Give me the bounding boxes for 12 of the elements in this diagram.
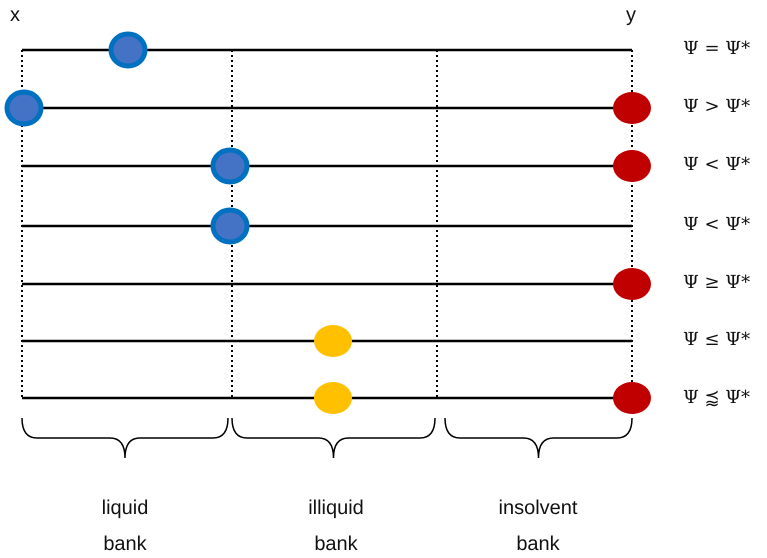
condition-label: Ψ < Ψ* [683,154,750,175]
condition-label: Ψ < Ψ* [683,214,750,235]
bank-label: liquid bank [100,496,150,557]
condition-label: Ψ > Ψ* [683,96,750,117]
condition-label: Ψ ≤ Ψ* [683,329,750,350]
axis-label: y [626,4,636,27]
axis-label: x [10,4,20,27]
bank-label: insolvent bank [498,496,578,557]
bank-label: illiquid bank [307,496,365,557]
condition-label: Ψ ⪷ Ψ* [683,386,750,408]
condition-label: Ψ ≥ Ψ* [683,272,750,293]
condition-label: Ψ = Ψ* [683,38,750,59]
